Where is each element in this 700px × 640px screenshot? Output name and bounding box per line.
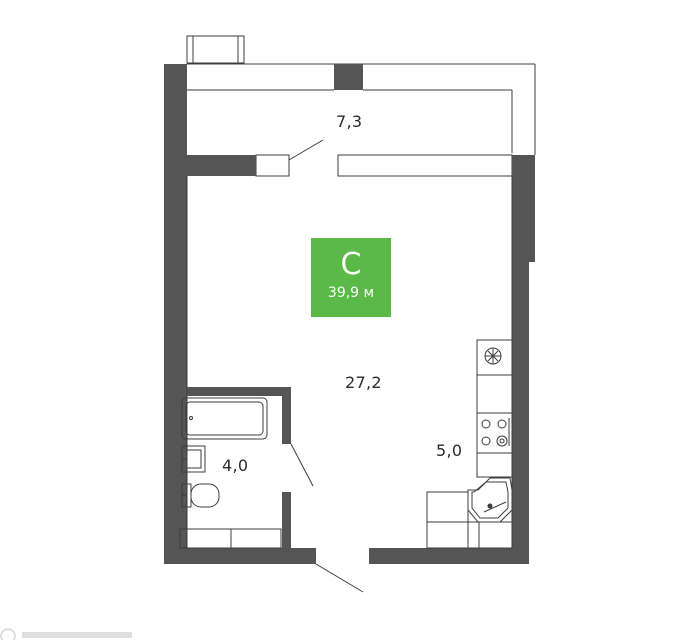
wall-bath-right-bottom bbox=[282, 492, 291, 548]
wall-bottom-right bbox=[369, 548, 529, 564]
wall-bath-top bbox=[180, 387, 290, 396]
wall-right-lower bbox=[512, 262, 529, 564]
wall-bottom-left bbox=[164, 548, 316, 564]
balcony-door-swing bbox=[288, 139, 324, 161]
kitchen-sink-icon bbox=[484, 347, 502, 365]
wall-bath-right-top bbox=[282, 387, 291, 444]
shower-icon bbox=[467, 477, 513, 523]
wall-top-left bbox=[164, 155, 256, 176]
window-frame bbox=[337, 154, 513, 177]
apartment-type: С bbox=[340, 247, 362, 282]
wall-left bbox=[164, 64, 187, 564]
toilet-icon bbox=[181, 483, 220, 508]
stove-icon bbox=[481, 418, 510, 447]
apartment-badge: С 39,9 м bbox=[311, 238, 391, 317]
apartment-total-area: 39,9 м bbox=[327, 285, 375, 301]
bathtub-icon bbox=[181, 397, 268, 440]
kitchen-area-label: 5,0 bbox=[436, 441, 463, 460]
wall-pillar bbox=[334, 64, 363, 90]
entrance-door-swing bbox=[315, 563, 364, 593]
balcony-door bbox=[255, 154, 290, 177]
main-room-area-label: 27,2 bbox=[345, 373, 382, 392]
kitchen-counter bbox=[476, 339, 513, 478]
wall-right bbox=[512, 155, 535, 262]
bath-door-swing bbox=[290, 443, 314, 487]
cabinet-left bbox=[426, 491, 469, 549]
cabinet-bottom bbox=[426, 521, 513, 549]
bathroom-area-label: 4,0 bbox=[222, 456, 249, 475]
balcony-window bbox=[186, 35, 245, 64]
balcony-area-label: 7,3 bbox=[336, 112, 363, 131]
watermark-logo bbox=[0, 628, 132, 640]
sink-icon bbox=[181, 445, 206, 473]
